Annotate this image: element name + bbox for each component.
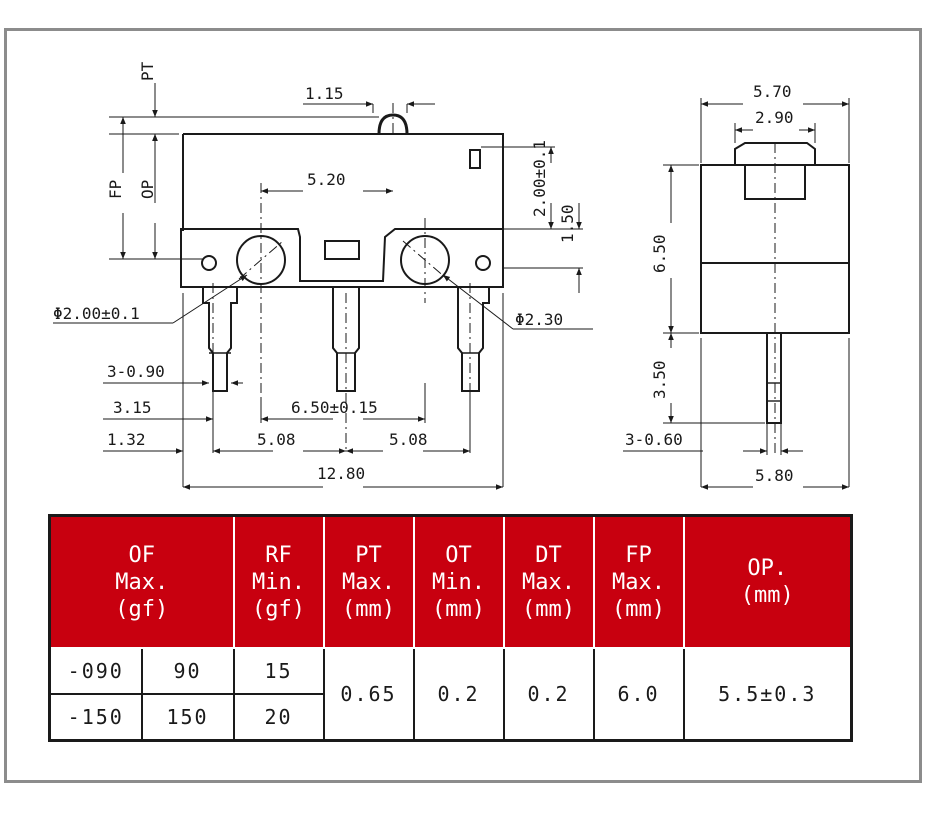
dim-1-32: 1.32 xyxy=(107,430,146,449)
table-row: -090 90 15 0.65 0.2 0.2 6.0 5.5±0.3 xyxy=(48,647,853,742)
dim-1-50: 1.50 xyxy=(558,204,577,243)
dim-5-08-b: 5.08 xyxy=(389,430,428,449)
dim-12-80: 12.80 xyxy=(317,464,365,483)
cell-fp: 6.0 xyxy=(592,647,685,742)
dim-5-80: 5.80 xyxy=(755,466,794,485)
dim-6-50: 6.50 xyxy=(650,234,669,273)
dim-5-08-a: 5.08 xyxy=(257,430,296,449)
dim-2-00-tol: 2.00±0.1 xyxy=(530,140,549,217)
dim-phi-2-30: Φ2.30 xyxy=(515,310,563,329)
dim-3-0-90: 3-0.90 xyxy=(107,362,165,381)
cell-model: -150 xyxy=(48,693,143,742)
label-pt: PT xyxy=(138,61,157,81)
cell-dt: 0.2 xyxy=(502,647,595,742)
cell-ot: 0.2 xyxy=(412,647,505,742)
dim-1-15: 1.15 xyxy=(305,84,344,103)
front-view-body xyxy=(180,113,504,392)
dim-3-15: 3.15 xyxy=(113,398,152,417)
technical-drawing: PT FP OP 1.15 5.20 2.00±0.1 1.50 Φ2.00±0… xyxy=(53,61,850,490)
extension-lines xyxy=(109,104,583,487)
header-op: OP.(mm) xyxy=(682,514,853,649)
label-fp: FP xyxy=(106,180,125,199)
side-view-body xyxy=(700,142,850,424)
cell-of: 150 xyxy=(140,693,235,742)
dim-5-70: 5.70 xyxy=(753,82,792,101)
dim-2-90: 2.90 xyxy=(755,108,794,127)
dim-phi-2-00: Φ2.00±0.1 xyxy=(53,304,140,323)
cell-model: -090 xyxy=(48,647,143,695)
dim-3-0-60: 3-0.60 xyxy=(625,430,683,449)
cell-op: 5.5±0.3 xyxy=(682,647,853,742)
cell-rf: 15 xyxy=(232,647,325,695)
dim-3-50: 3.50 xyxy=(650,360,669,399)
label-op: OP xyxy=(138,180,157,199)
dim-5-20: 5.20 xyxy=(307,170,346,189)
cell-of: 90 xyxy=(140,647,235,695)
table-row: -150 150 20 xyxy=(48,693,852,742)
cell-pt: 0.65 xyxy=(322,647,415,742)
dim-6-50-tol: 6.50±0.15 xyxy=(291,398,378,417)
cell-rf: 20 xyxy=(232,693,325,742)
